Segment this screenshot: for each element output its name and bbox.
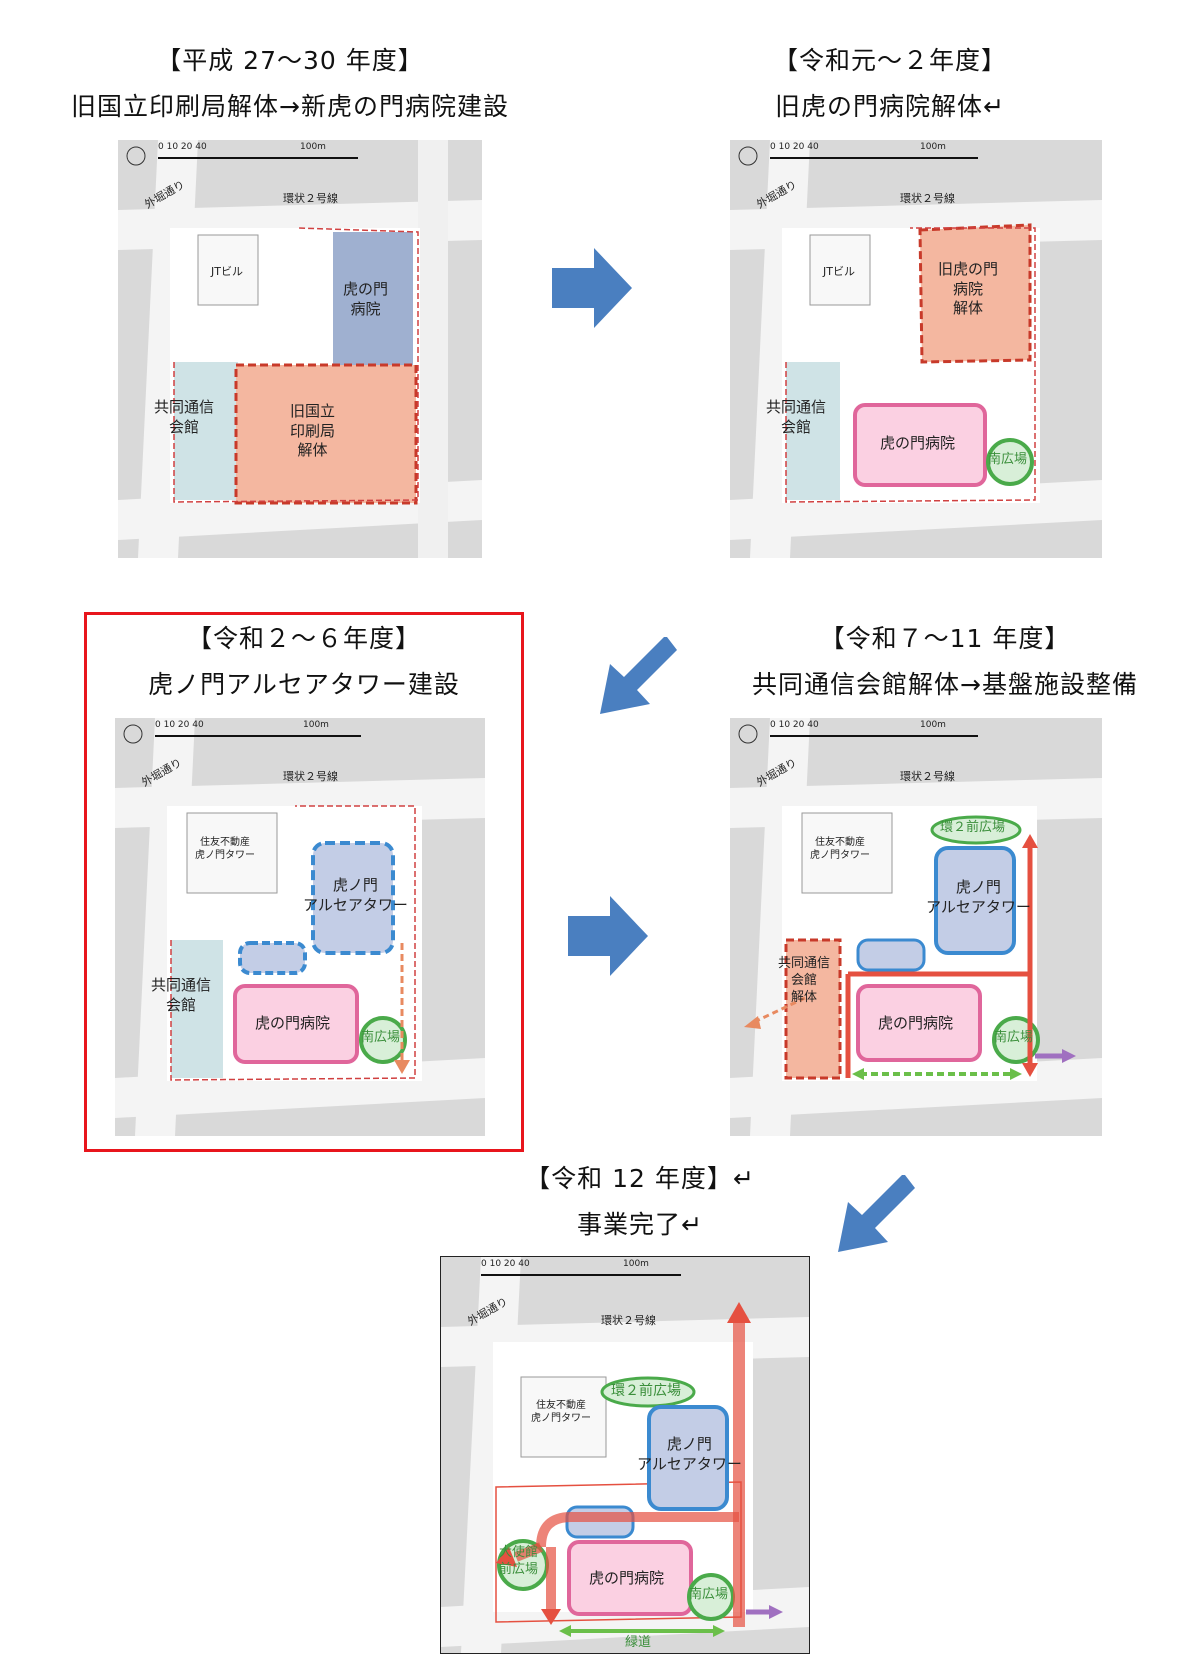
map-scale-ticks: 0 10 20 40 [770, 720, 819, 730]
road-ring-label: 環状２号線 [900, 770, 955, 783]
ring-plaza-label: 環２前広場 [611, 1383, 681, 1399]
south-plaza-label: 南広場 [988, 452, 1028, 467]
embassy-plaza-label: 大使館 前広場 [499, 1545, 539, 1577]
phase-2-period: 【令和元〜２年度】 [772, 46, 1007, 75]
old-hospital-demo-label: 旧虎の門 病院 解体 [938, 260, 999, 317]
alcea-tower-label: 虎ノ門 アルセアタワー [637, 1435, 742, 1473]
south-plaza-label: 南広場 [361, 1030, 401, 1045]
map-scale-end: 100m [920, 720, 946, 730]
sumitomo-tower-label: 住友不動産 虎ノ門タワー [531, 1400, 591, 1424]
phase-4-caption: 共同通信会館解体→基盤施設整備 [752, 670, 1138, 699]
current-phase-highlight [84, 612, 524, 1152]
old-hospital-label: 虎の門 病院 [343, 280, 389, 318]
road-ring-label: 環状２号線 [283, 192, 338, 205]
map-scale-end: 100m [920, 142, 946, 152]
hospital-label: 虎の門病院 [255, 1014, 331, 1032]
phase-3-period: 【令和２〜６年度】 [186, 624, 421, 653]
phase-5-period: 【令和 12 年度】↵ [525, 1164, 755, 1193]
phase-4-period: 【令和７〜11 年度】 [819, 624, 1071, 653]
phase-4-map-drawing [730, 718, 1102, 1136]
phase-2-map: 0 10 20 40 100m 外堀通り 環状２号線 JTビル 旧虎の門 病院 … [730, 140, 1102, 558]
phase-3-caption: 虎ノ門アルセアタワー建設 [148, 670, 460, 699]
alcea-tower-label: 虎ノ門 アルセアタワー [926, 878, 1031, 916]
map-scale-end: 100m [623, 1259, 649, 1269]
hospital-label: 虎の門病院 [880, 434, 956, 452]
jt-building-label: JTビル [823, 265, 855, 278]
kyodo-label: 共同通信 会館 [766, 398, 827, 436]
phase-1-title: 【平成 27〜30 年度】 旧国立印刷局解体→新虎の門病院建設 [40, 44, 540, 136]
road-ring-label: 環状２号線 [601, 1314, 656, 1327]
phase-3-title: 【令和２〜６年度】 虎ノ門アルセアタワー建設 [84, 622, 524, 714]
alcea-tower-label: 虎ノ門 アルセアタワー [303, 876, 408, 914]
phase-4-title: 【令和７〜11 年度】 共同通信会館解体→基盤施設整備 [720, 622, 1170, 714]
jt-building-label: JTビル [211, 265, 243, 278]
map-scale-ticks: 0 10 20 40 [770, 142, 819, 152]
south-plaza-label: 南広場 [689, 1587, 729, 1602]
phase-1-caption: 旧国立印刷局解体→新虎の門病院建設 [71, 92, 509, 121]
road-ring-label: 環状２号線 [283, 770, 338, 783]
greenway-label: 緑道 [625, 1635, 652, 1650]
phase-2-map-drawing [730, 140, 1102, 558]
kyodo-demo-label: 共同通信 会館 解体 [778, 956, 831, 1005]
flow-arrow-down-left-2 [838, 1175, 915, 1252]
phase-5-map-drawing [441, 1257, 809, 1653]
phase-5-title: 【令和 12 年度】↵ 事業完了↵ [440, 1162, 840, 1254]
phase-1-map-drawing [118, 140, 482, 558]
phase-3-map-drawing [115, 718, 485, 1136]
flow-arrow-right-1 [552, 248, 632, 328]
phase-5-caption: 事業完了↵ [577, 1210, 703, 1239]
flow-arrow-right-2 [568, 896, 648, 976]
map-scale-ticks: 0 10 20 40 [155, 720, 204, 730]
sumitomo-tower-label: 住友不動産 虎ノ門タワー [810, 837, 870, 861]
map-scale-ticks: 0 10 20 40 [481, 1259, 530, 1269]
phase-4-map: 0 10 20 40 100m 外堀通り 環状２号線 環２前広場 住友不動産 虎… [730, 718, 1102, 1136]
flow-arrow-down-left-1 [600, 637, 677, 714]
phase-3-map: 0 10 20 40 100m 外堀通り 環状２号線 住友不動産 虎ノ門タワー … [115, 718, 485, 1136]
phase-5-map: 0 10 20 40 100m 外堀通り 環状２号線 環２前広場 住友不動産 虎… [440, 1256, 810, 1654]
ring-plaza-label: 環２前広場 [940, 820, 1006, 835]
map-scale-ticks: 0 10 20 40 [158, 142, 207, 152]
road-ring-label: 環状２号線 [900, 192, 955, 205]
map-scale-end: 100m [300, 142, 326, 152]
kyodo-label: 共同通信 会館 [151, 976, 212, 1014]
phase-1-map: 0 10 20 40 100m 外堀通り 環状２号線 JTビル 虎の門 病院 共… [118, 140, 482, 558]
hospital-label: 虎の門病院 [878, 1014, 954, 1032]
phase-2-caption: 旧虎の門病院解体↵ [775, 92, 1005, 121]
south-plaza-label: 南広場 [994, 1030, 1034, 1045]
map-scale-end: 100m [303, 720, 329, 730]
hospital-label: 虎の門病院 [589, 1569, 665, 1587]
phase-1-period: 【平成 27〜30 年度】 [156, 46, 424, 75]
kyodo-label: 共同通信 会館 [154, 398, 215, 436]
sumitomo-tower-label: 住友不動産 虎ノ門タワー [195, 837, 255, 861]
phase-2-title: 【令和元〜２年度】 旧虎の門病院解体↵ [680, 44, 1100, 136]
printing-demo-label: 旧国立 印刷局 解体 [290, 402, 336, 459]
